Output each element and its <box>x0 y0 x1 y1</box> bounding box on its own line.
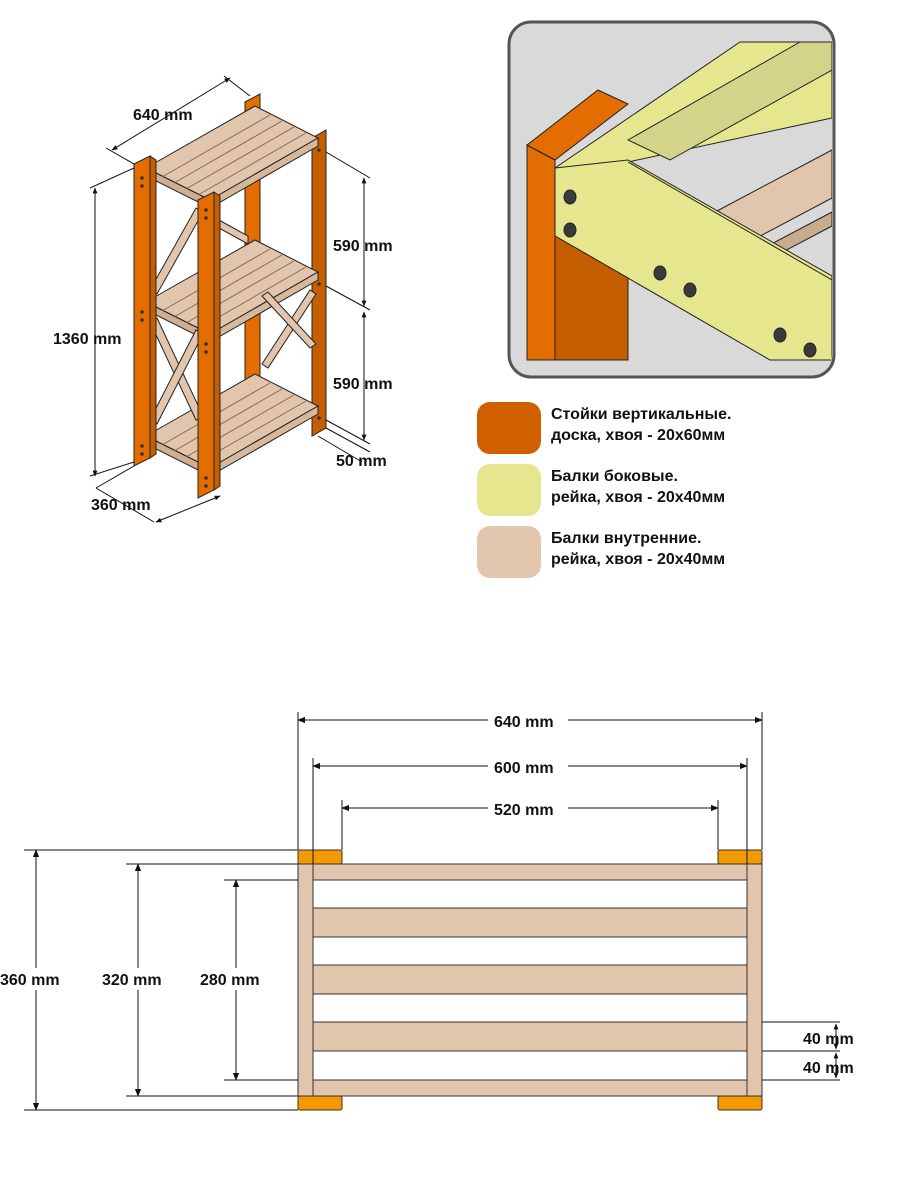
plan-post-tl <box>297 849 343 865</box>
iso-width-label: 640 mm <box>133 107 193 124</box>
iso-height-label: 1360 mm <box>53 331 122 348</box>
legend-inner-line2: рейка, хвоя - 20х40мм <box>551 551 726 568</box>
plan-post-tr <box>717 849 763 865</box>
plan-inner-width-label: 520 mm <box>494 802 554 819</box>
legend-posts-line2: доска, хвоя - 20х60мм <box>551 427 726 444</box>
plan-gap-label: 40 mm <box>803 1060 854 1077</box>
plan-outer-width-label: 640 mm <box>494 714 554 731</box>
detail-post-face <box>526 144 556 361</box>
legend-side-line2: рейка, хвоя - 20х40мм <box>551 489 726 506</box>
iso-dimension-lines <box>89 75 371 523</box>
iso-gap-top-label: 590 mm <box>333 238 393 255</box>
legend-posts-line1: Стойки вертикальные. <box>551 406 732 423</box>
plan-post-bl <box>297 1095 343 1111</box>
plan-slat-2 <box>312 907 748 938</box>
legend-side-line1: Балки боковые. <box>551 468 678 485</box>
iso-depth-label: 360 mm <box>91 497 151 514</box>
legend-text-posts: Стойки вертикальные. доска, хвоя - 20х60… <box>551 404 731 446</box>
legend-row-inner-beams: Балки внутренние. рейка, хвоя - 20х40мм <box>477 526 877 586</box>
plan-mid-depth-label: 320 mm <box>102 972 162 989</box>
plan-side-beam-left <box>297 863 314 1097</box>
swatch-post <box>477 402 541 454</box>
plan-slat-5 <box>297 1079 763 1097</box>
legend-text-side-beams: Балки боковые. рейка, хвоя - 20х40мм <box>551 466 725 508</box>
plan-outer-depth-label: 360 mm <box>0 972 60 989</box>
legend-row-side-beams: Балки боковые. рейка, хвоя - 20х40мм <box>477 464 877 524</box>
plan-slat-4 <box>312 1021 748 1052</box>
plan-mid-width-label: 600 mm <box>494 760 554 777</box>
swatch-side-beam <box>477 464 541 516</box>
plan-slat-1 <box>297 863 763 881</box>
iso-leg-label: 50 mm <box>336 453 387 470</box>
plan-view <box>297 849 763 1111</box>
isometric-shelf-view <box>133 93 327 499</box>
plan-inner-depth-label: 280 mm <box>200 972 260 989</box>
iso-gap-bottom-label: 590 mm <box>333 376 393 393</box>
legend-text-inner-beams: Балки внутренние. рейка, хвоя - 20х40мм <box>551 528 725 570</box>
plan-slat-3 <box>312 964 748 995</box>
plan-dimension-labels <box>0 708 568 990</box>
legend-row-posts: Стойки вертикальные. доска, хвоя - 20х60… <box>477 402 877 462</box>
swatch-inner-beam <box>477 526 541 578</box>
joint-detail-view <box>507 20 836 379</box>
plan-side-beam-right <box>746 863 763 1097</box>
legend-inner-line1: Балки внутренние. <box>551 530 702 547</box>
plan-post-br <box>717 1095 763 1111</box>
plan-slat-label: 40 mm <box>803 1031 854 1048</box>
